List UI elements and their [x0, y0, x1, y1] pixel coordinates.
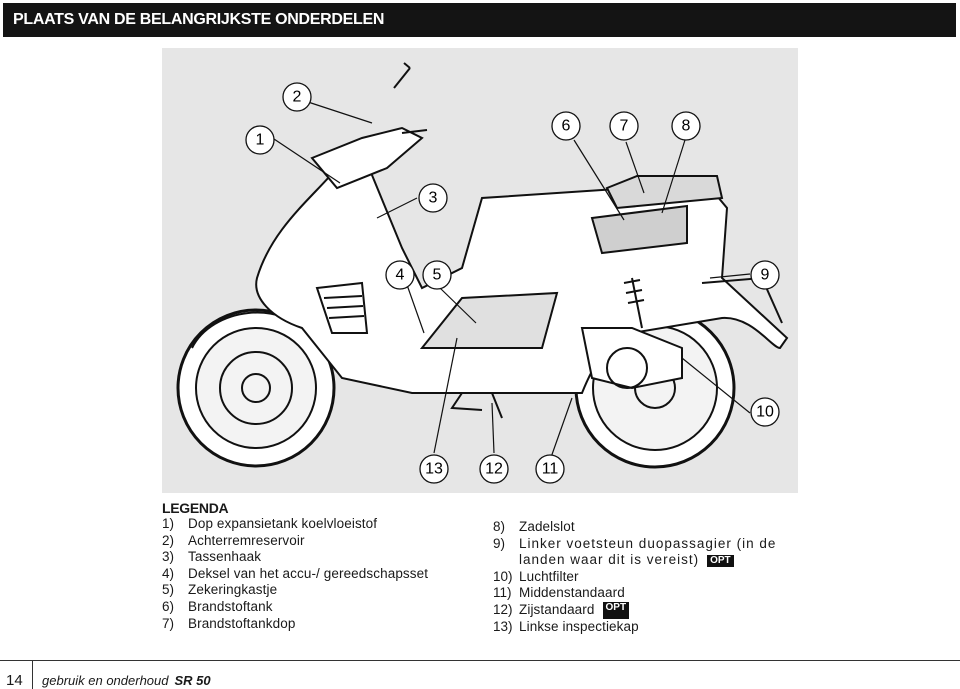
callout-7: 7 — [609, 111, 639, 141]
footer-page-separator — [32, 660, 33, 689]
legend-item-number: 2) — [162, 532, 175, 548]
callout-6-label: 6 — [562, 118, 571, 135]
callout-6: 6 — [551, 111, 581, 141]
legend-left-column: 1) Dop expansietank koelvloeistof 2) Achte… — [162, 516, 428, 632]
scooter-illustration: 1 2 3 4 5 6 7 — [162, 48, 798, 493]
callout-5: 5 — [422, 260, 452, 290]
callout-7-label: 7 — [620, 118, 629, 135]
legend-item-number: 12) — [493, 601, 513, 617]
legend-item-number: 9) — [493, 535, 506, 551]
legend-item-text: Dop expansietank koelvloeistof — [188, 516, 378, 531]
callout-8: 8 — [671, 111, 701, 141]
legend-item: 11) Middenstandaard — [493, 585, 776, 602]
legend-item-text: Deksel van het accu-/ gereedschapsset — [188, 565, 429, 581]
legend-item: 7) Brandstoftankdop — [162, 616, 428, 633]
legend-item-number: 8) — [493, 519, 506, 534]
scooter-drawing: 1 2 3 4 5 6 7 — [176, 62, 789, 484]
legend-item-text: Brandstoftankdop — [188, 615, 296, 631]
callout-13: 13 — [419, 454, 449, 484]
callout-11: 11 — [535, 454, 565, 484]
legend-item-text: Linkse inspectiekap — [519, 618, 639, 634]
legend-item: 13) Linkse inspectiekap — [493, 619, 776, 636]
legend-item-text: Zekeringkastje — [188, 582, 278, 598]
legend-item-number: 6) — [162, 598, 175, 614]
legend-item: 12) Zijstandaard OPT — [493, 601, 776, 619]
callout-2-label: 2 — [293, 89, 302, 106]
callout-3: 3 — [418, 183, 448, 213]
callout-3-label: 3 — [429, 190, 438, 207]
callout-9: 9 — [750, 260, 780, 290]
callout-10: 10 — [750, 397, 780, 427]
legend-right-column: 8) Zadelslot 9) Linker voetsteun duopassag… — [493, 519, 776, 635]
callout-12: 12 — [479, 454, 509, 484]
callout-4-label: 4 — [396, 267, 405, 284]
legend-item-text: Tassenhaak — [188, 549, 262, 565]
model-name: SR 50 — [174, 673, 211, 688]
legend-item-number: 11) — [493, 585, 512, 601]
footer-divider — [0, 660, 960, 661]
callout-5-label: 5 — [433, 267, 442, 284]
legend-item: 10) Luchtfilter — [493, 569, 776, 586]
legend-item: 3) Tassenhaak — [162, 549, 428, 566]
legend-item-continuation-text: landen waar dit is vereist) — [519, 552, 700, 568]
footer-label: gebruik en onderhoud SR 50 — [42, 673, 211, 688]
page-title: PLAATS VAN DE BELANGRIJKSTE ONDERDELEN — [13, 11, 385, 28]
callout-4: 4 — [385, 260, 415, 290]
callout-8-label: 8 — [682, 118, 691, 135]
page-header: PLAATS VAN DE BELANGRIJKSTE ONDERDELEN — [3, 3, 956, 37]
callout-1: 1 — [245, 125, 275, 155]
legend-item-text: Middenstandaard — [519, 585, 625, 601]
manual-label: gebruik en onderhoud — [42, 673, 169, 688]
callout-1-label: 1 — [256, 132, 265, 149]
callout-9-label: 9 — [761, 267, 770, 284]
callout-12-label: 12 — [485, 461, 503, 478]
legend-item-number: 1) — [162, 516, 175, 531]
callout-2: 2 — [282, 82, 312, 112]
legend-item-text: Linker voetsteun duopassagier (in de — [519, 535, 777, 551]
legend-item: 8) Zadelslot — [493, 519, 776, 536]
callout-10-label: 10 — [756, 404, 774, 421]
legend-item: 1) Dop expansietank koelvloeistof — [162, 516, 428, 533]
legend-item: 2) Achterremreservoir — [162, 533, 428, 550]
legend-item-continuation: landen waar dit is vereist) OPT — [493, 552, 776, 569]
opt-badge: OPT — [707, 554, 734, 567]
legend-item-number: 3) — [162, 549, 175, 565]
callout-13-label: 13 — [425, 461, 443, 478]
legend-item-number: 13) — [493, 618, 513, 634]
legend-item: 5) Zekeringkastje — [162, 582, 428, 599]
legend-item-text: Achterremreservoir — [188, 532, 305, 548]
callout-11-label: 11 — [542, 461, 559, 478]
legend-item: 6) Brandstoftank — [162, 599, 428, 616]
legend-item-text: Brandstoftank — [188, 598, 273, 614]
opt-badge: OPT — [602, 601, 630, 619]
callout-group: 1 2 3 4 5 6 7 — [245, 82, 780, 484]
legend-item-text: Zijstandaard — [519, 601, 595, 617]
legend-item-number: 10) — [493, 568, 513, 584]
page-number: 14 — [6, 672, 23, 689]
legend-item: 4) Deksel van het accu-/ gereedschapsset — [162, 566, 428, 583]
legend-item-number: 7) — [162, 615, 175, 631]
legend-item: 9) Linker voetsteun duopassagier (in de — [493, 536, 776, 553]
legend-title: LEGENDA — [162, 500, 229, 516]
legend-item-text: Zadelslot — [519, 519, 575, 534]
legend-item-number: 4) — [162, 565, 175, 581]
legend-item-number: 5) — [162, 582, 175, 598]
legend-item-text: Luchtfilter — [519, 568, 579, 584]
